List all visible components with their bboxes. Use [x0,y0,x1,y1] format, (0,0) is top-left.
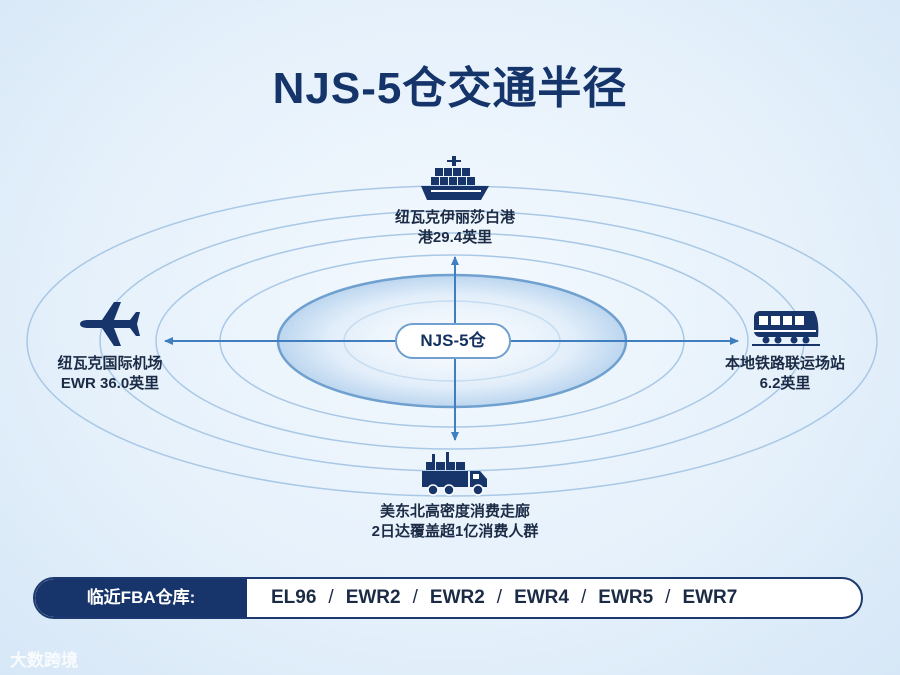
separator: / [580,587,587,608]
node-rail: 本地铁路联运场站 6.2英里 [700,354,870,394]
center-warehouse-label: NJS-5仓 [395,323,511,359]
node-airport-distance: EWR 36.0英里 [60,375,160,392]
fba-warehouse-code: EWR2 [345,587,401,608]
truck-icon [422,452,487,496]
fba-warehouse-code: EWR7 [682,587,738,608]
fba-label: 临近FBA仓库: [35,579,247,617]
separator: / [496,587,503,608]
node-consumer-corridor: 美东北高密度消费走廊 2日达覆盖超1亿消费人群 [335,502,575,542]
fba-warehouse-code: EWR5 [598,587,654,608]
fba-warehouse-list: EL96 / EWR2 / EWR2 / EWR4 / EWR5 / EWR7 [271,579,737,617]
train-icon [752,311,820,346]
ship-icon [421,156,489,200]
node-port-name: 纽瓦克伊丽莎白港 [394,209,515,226]
node-rail-distance: 6.2英里 [759,375,811,392]
airplane-icon [80,302,140,346]
node-airport-name: 纽瓦克国际机场 [57,355,163,372]
node-rail-name: 本地铁路联运场站 [724,355,845,372]
page-title: NJS-5仓交通半径 [272,64,628,113]
node-corridor-name: 美东北高密度消费走廊 [379,503,530,520]
separator: / [412,587,418,608]
fba-warehouse-bar: 临近FBA仓库: EL96 / EWR2 / EWR2 / EWR4 / EWR5 / EWR7 [33,577,863,619]
fba-warehouse-code: EWR4 [514,587,569,608]
separator: / [328,587,334,608]
node-airport: 纽瓦克国际机场 EWR 36.0英里 [20,354,200,394]
fba-warehouse-code: EWR2 [429,587,485,608]
fba-warehouse-code: EL96 [271,587,317,608]
node-port-distance: 港29.4英里 [417,229,493,246]
node-port: 纽瓦克伊丽莎白港 港29.4英里 [355,208,555,248]
separator: / [665,587,671,608]
radius-ring-3 [155,232,749,450]
node-corridor-coverage: 2日达覆盖超1亿消费人群 [371,523,539,540]
watermark-text: 大数跨境 [10,651,78,670]
watermark-logo: 大数跨境 [10,646,78,671]
